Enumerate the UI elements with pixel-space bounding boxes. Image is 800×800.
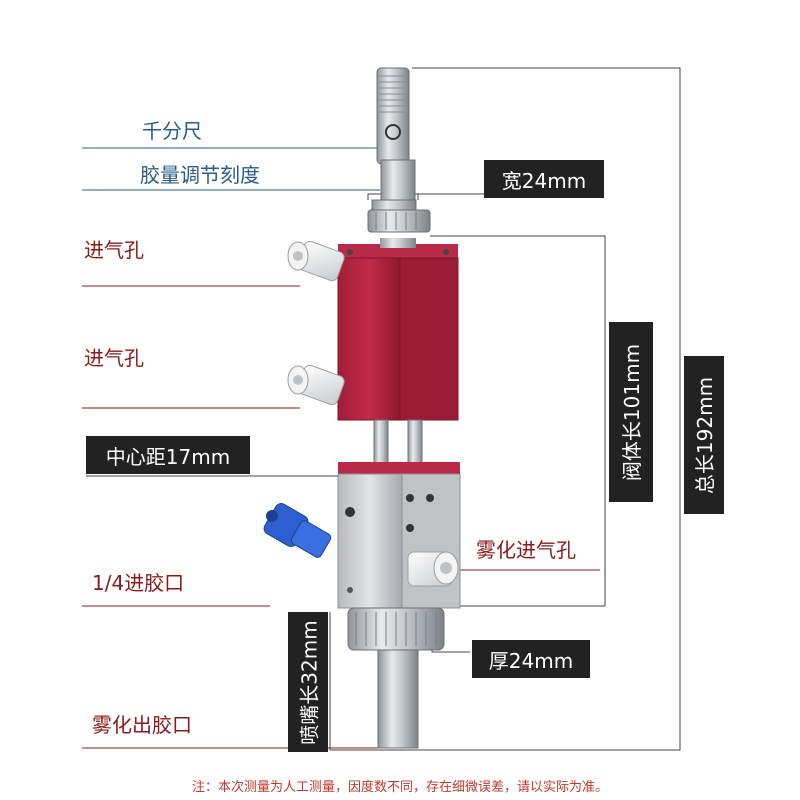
label-atomizing-air-inlet: 雾化进气孔: [476, 538, 576, 562]
dimension-total-length-text: 总长192mm: [693, 376, 718, 494]
dimension-valve-length-text: 阀体长101mm: [620, 343, 645, 481]
connecting-rods: [373, 419, 423, 469]
label-air-inlet-1: 进气孔: [84, 238, 144, 262]
micrometer-part: [367, 67, 431, 233]
dimension-width: 宽24mm: [484, 160, 604, 198]
glue-inlet-fitting: [263, 502, 332, 558]
dimension-nozzle-length-text: 喷嘴长32mm: [297, 619, 322, 745]
micrometer-logo: [385, 124, 401, 140]
label-air-inlet-2: 进气孔: [84, 346, 144, 370]
atomizing-air-fitting: [407, 551, 459, 587]
dimension-lines: [86, 67, 681, 751]
label-micrometer: 千分尺: [142, 119, 202, 143]
valve-length-line: [430, 235, 606, 607]
dimension-nozzle-length: 喷嘴长32mm: [288, 612, 328, 752]
nozzle-part: [347, 607, 445, 749]
dimension-thickness: 厚24mm: [472, 640, 590, 678]
air-inlet-fitting-2: [287, 364, 345, 406]
air-inlet-fitting-1: [287, 240, 345, 282]
label-atomizing-outlet: 雾化出胶口: [92, 713, 192, 737]
dimension-valve-length: 阀体长101mm: [609, 322, 653, 502]
label-glue-inlet: 1/4进胶口: [92, 571, 185, 595]
measurement-note: 注：本次测量为人工测量，因度数不同，存在细微误差，请以实际为准。: [191, 780, 608, 795]
lower-valve-body: [337, 462, 461, 609]
leader-lines: [82, 147, 600, 749]
dimension-center-distance: 中心距17mm: [86, 436, 250, 474]
upper-valve-body: [337, 238, 459, 421]
dimension-total-length: 总长192mm: [684, 356, 724, 514]
label-glue-scale: 胶量调节刻度: [140, 163, 260, 187]
total-length-line: [330, 67, 681, 751]
